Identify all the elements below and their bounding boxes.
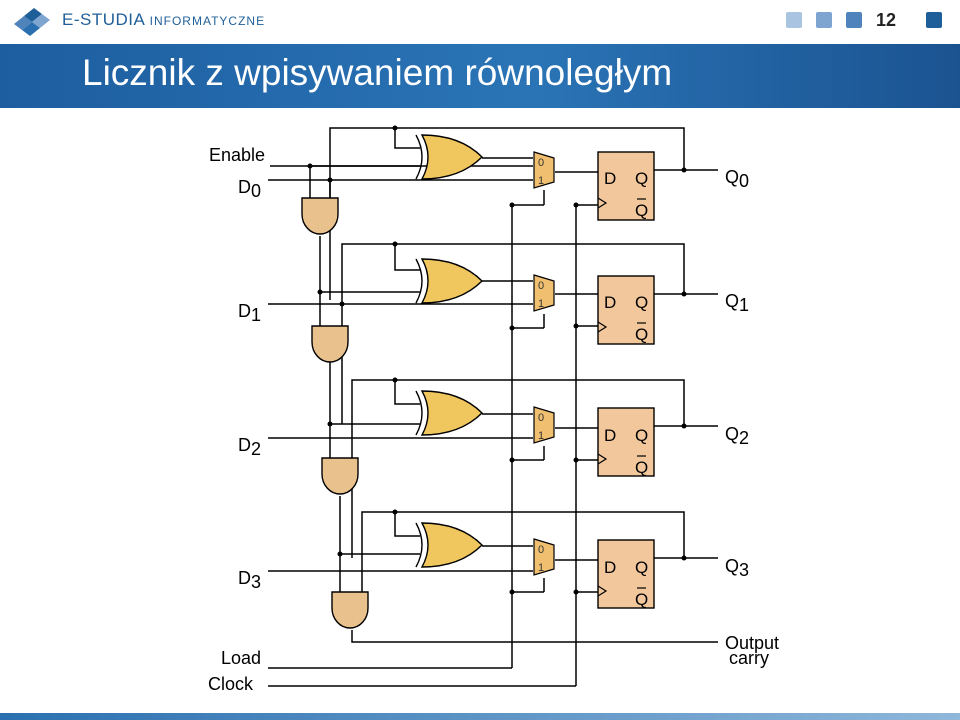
- counter-circuit-diagram: 0 1 0 1 0 1 0 1 D Q Q D Q Q D Q Q D Q Q …: [208, 125, 779, 694]
- xor-gate-1: [415, 258, 483, 304]
- ff-3-q: Q: [635, 558, 648, 577]
- ff-1-d: D: [604, 293, 616, 312]
- square-3: [846, 12, 862, 28]
- title-bar: [0, 44, 960, 108]
- mux-3-label-1: 1: [538, 562, 544, 574]
- ff-1-qbar: Q: [635, 325, 648, 344]
- mux-3-label-0: 0: [538, 544, 544, 556]
- page-number: 12: [876, 10, 897, 30]
- and-gate-1: [311, 325, 349, 363]
- ff-2-d: D: [604, 426, 616, 445]
- ff-3-d: D: [604, 558, 616, 577]
- mux-1-label-1: 1: [538, 298, 544, 310]
- mux-0-label-0: 0: [538, 157, 544, 169]
- label-q2: Q2: [725, 424, 749, 448]
- label-output-carry-1: Output: [725, 633, 779, 653]
- ff-2-qbar: Q: [635, 458, 648, 477]
- label-d0: D0: [238, 177, 261, 201]
- ff-0-d: D: [604, 169, 616, 188]
- mux-0-label-1: 1: [538, 175, 544, 187]
- mux-2-label-1: 1: [538, 430, 544, 442]
- xor-gate-3: [415, 522, 483, 568]
- slide-footer-bar: [0, 713, 960, 720]
- mux-2-label-0: 0: [538, 412, 544, 424]
- junction-dots: [307, 125, 687, 595]
- brand-sub: INFORMATYCZNE: [149, 14, 266, 28]
- ff-2-q: Q: [635, 426, 648, 445]
- slide-header: E-STUDIA INFORMATYCZNE 12: [0, 0, 960, 44]
- label-clock: Clock: [208, 674, 254, 694]
- brand-main: E-STUDIA: [62, 10, 145, 29]
- brand-name: E-STUDIA INFORMATYCZNE: [62, 10, 265, 30]
- square-2: [816, 12, 832, 28]
- label-d2: D2: [238, 435, 261, 459]
- label-d1: D1: [238, 301, 261, 325]
- and-gate-0: [301, 197, 339, 235]
- label-q3: Q3: [725, 556, 749, 580]
- xor-gate-2: [415, 390, 483, 436]
- ff-0-qbar: Q: [635, 201, 648, 220]
- label-load: Load: [221, 648, 261, 668]
- ff-3-qbar: Q: [635, 590, 648, 609]
- e-studia-logo: [14, 8, 50, 36]
- label-q0: Q0: [725, 167, 749, 191]
- square-1: [786, 12, 802, 28]
- xor-gate-0: [415, 134, 483, 180]
- ff-1-q: Q: [635, 293, 648, 312]
- square-4: [926, 12, 942, 28]
- label-d3: D3: [238, 568, 261, 592]
- label-output-carry-2: carry: [729, 648, 769, 668]
- ff-0-q: Q: [635, 169, 648, 188]
- mux-1-label-0: 0: [538, 280, 544, 292]
- label-enable: Enable: [209, 145, 265, 165]
- and-gate-3: [331, 591, 369, 629]
- label-q1: Q1: [725, 291, 749, 315]
- and-gate-2: [321, 457, 359, 495]
- slide-title: Licznik z wpisywaniem równoległym: [82, 52, 673, 93]
